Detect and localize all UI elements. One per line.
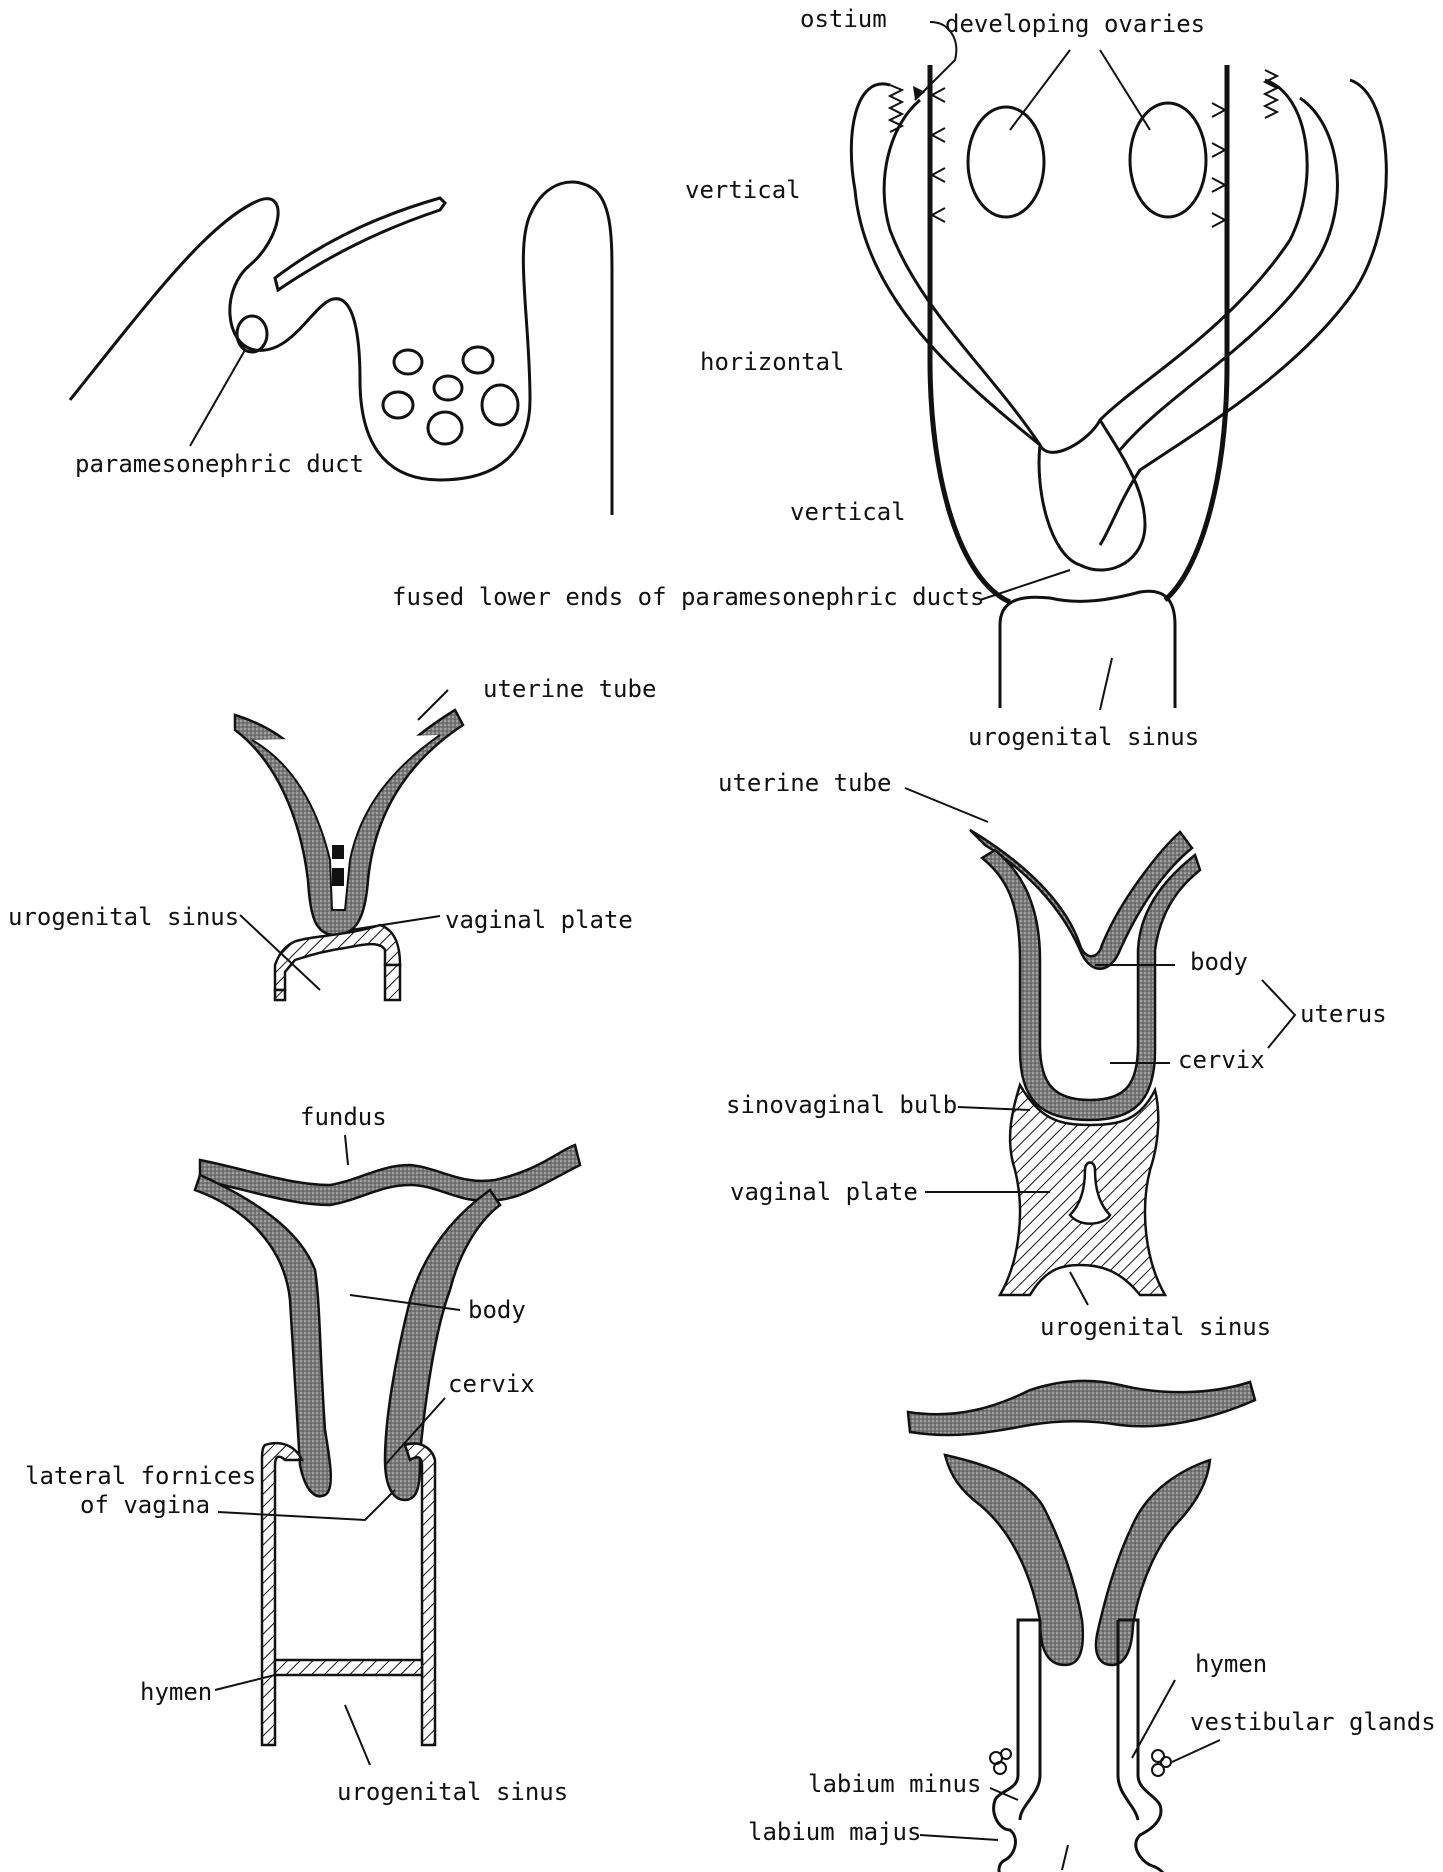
label-paramesonephric-duct: paramesonephric duct <box>75 450 364 478</box>
label-uterine-tube-1: uterine tube <box>483 675 656 703</box>
label-vertical-bottom: vertical <box>790 498 906 526</box>
paramesonephric-duct-left <box>849 78 1309 454</box>
label-developing-ovaries: developing ovaries <box>945 10 1205 38</box>
body-wall-right <box>383 1188 502 1502</box>
vestibular-gland-left <box>989 1748 1012 1775</box>
fundus-wall-mature <box>906 1379 1257 1437</box>
paramesonephric-duct-right <box>1098 78 1388 546</box>
panel-ducts-ovaries: ostium developing ovaries vertical horiz… <box>392 5 1388 751</box>
label-lateral-fornices-2: of vagina <box>80 1491 210 1519</box>
uterine-wall-left <box>969 828 1194 970</box>
label-horizontal: horizontal <box>700 348 845 376</box>
label-hymen-1: hymen <box>140 1678 212 1706</box>
uterine-wall-right-mature <box>1094 1458 1212 1667</box>
paramesonephric-duct-circle <box>235 314 269 354</box>
label-cervix-1: cervix <box>1178 1046 1265 1074</box>
label-urogenital-sinus-2: urogenital sinus <box>8 903 239 931</box>
germ-cell-cluster <box>381 345 520 446</box>
label-vestibular-glands: vestibular glands <box>1190 1708 1436 1736</box>
panel-early-fusion: uterine tube urogenital sinus vaginal pl… <box>8 675 656 1002</box>
label-sinovaginal-bulb: sinovaginal bulb <box>726 1091 957 1119</box>
fused-duct-lumen <box>251 734 441 911</box>
vestibular-gland-right <box>1151 1749 1172 1777</box>
panel-cross-section: paramesonephric duct <box>68 180 614 515</box>
label-body-1: body <box>1190 948 1248 976</box>
label-uterine-tube-2: uterine tube <box>718 769 891 797</box>
vaginal-plate-hatch <box>273 923 402 992</box>
ovary-right <box>1128 101 1208 219</box>
label-urogenital-sinus-3: urogenital sinus <box>1040 1313 1271 1341</box>
vagina-wall-left <box>260 1441 304 1747</box>
mesonephric-tubules-right <box>1211 102 1226 228</box>
vagina-wall-right <box>403 1442 437 1747</box>
body-wall-left <box>193 1173 333 1498</box>
hymen-hatch <box>273 1658 424 1677</box>
ostium-fringe-left <box>887 84 905 133</box>
label-urogenital-sinus-4: urogenital sinus <box>337 1778 568 1806</box>
urogenital-sinus-tube <box>998 589 1177 708</box>
label-lateral-fornices-1: lateral fornices <box>25 1462 256 1490</box>
vestibule-wall-right <box>1116 1618 1165 1872</box>
ostium-fringe-right <box>1262 69 1280 119</box>
label-urogenital-sinus-1: urogenital sinus <box>968 723 1199 751</box>
label-labium-minus: labium minus <box>808 1770 981 1798</box>
fundus-wall <box>198 1143 582 1207</box>
label-vaginal-plate-1: vaginal plate <box>445 906 633 934</box>
mesonephric-ridge-outline <box>68 180 614 515</box>
mesonephric-tubules-left <box>931 87 946 223</box>
label-vaginal-plate-2: vaginal plate <box>730 1178 918 1206</box>
label-hymen-2: hymen <box>1195 1650 1267 1678</box>
label-body-2: body <box>468 1296 526 1324</box>
vestibule-wall-left <box>992 1618 1042 1872</box>
ovary-left <box>966 105 1046 219</box>
label-cervix-2: cervix <box>448 1370 535 1398</box>
panel-uterus-vagina: fundus body cervix lateral fornices of v… <box>25 1103 582 1806</box>
label-fundus: fundus <box>300 1103 387 1131</box>
label-uterus: uterus <box>1300 1000 1387 1028</box>
uterine-wall-lower <box>979 848 1202 1122</box>
label-vertical-top: vertical <box>685 176 801 204</box>
label-labium-majus: labium majus <box>748 1818 921 1846</box>
panel-mature-uterus: hymen vestibular glands labium minus lab… <box>748 1379 1436 1872</box>
vaginal-lumen <box>1068 1161 1112 1225</box>
panel-sinovaginal-bulb: uterine tube body uterus cervix sinovagi… <box>718 769 1387 1341</box>
uterine-wall-left-mature <box>943 1453 1084 1667</box>
duct-bar <box>273 196 447 293</box>
urogenital-sinus-walls <box>273 963 402 1002</box>
label-fused-lower-ends: fused lower ends of paramesonephric duct… <box>392 583 984 611</box>
label-ostium: ostium <box>800 5 887 33</box>
